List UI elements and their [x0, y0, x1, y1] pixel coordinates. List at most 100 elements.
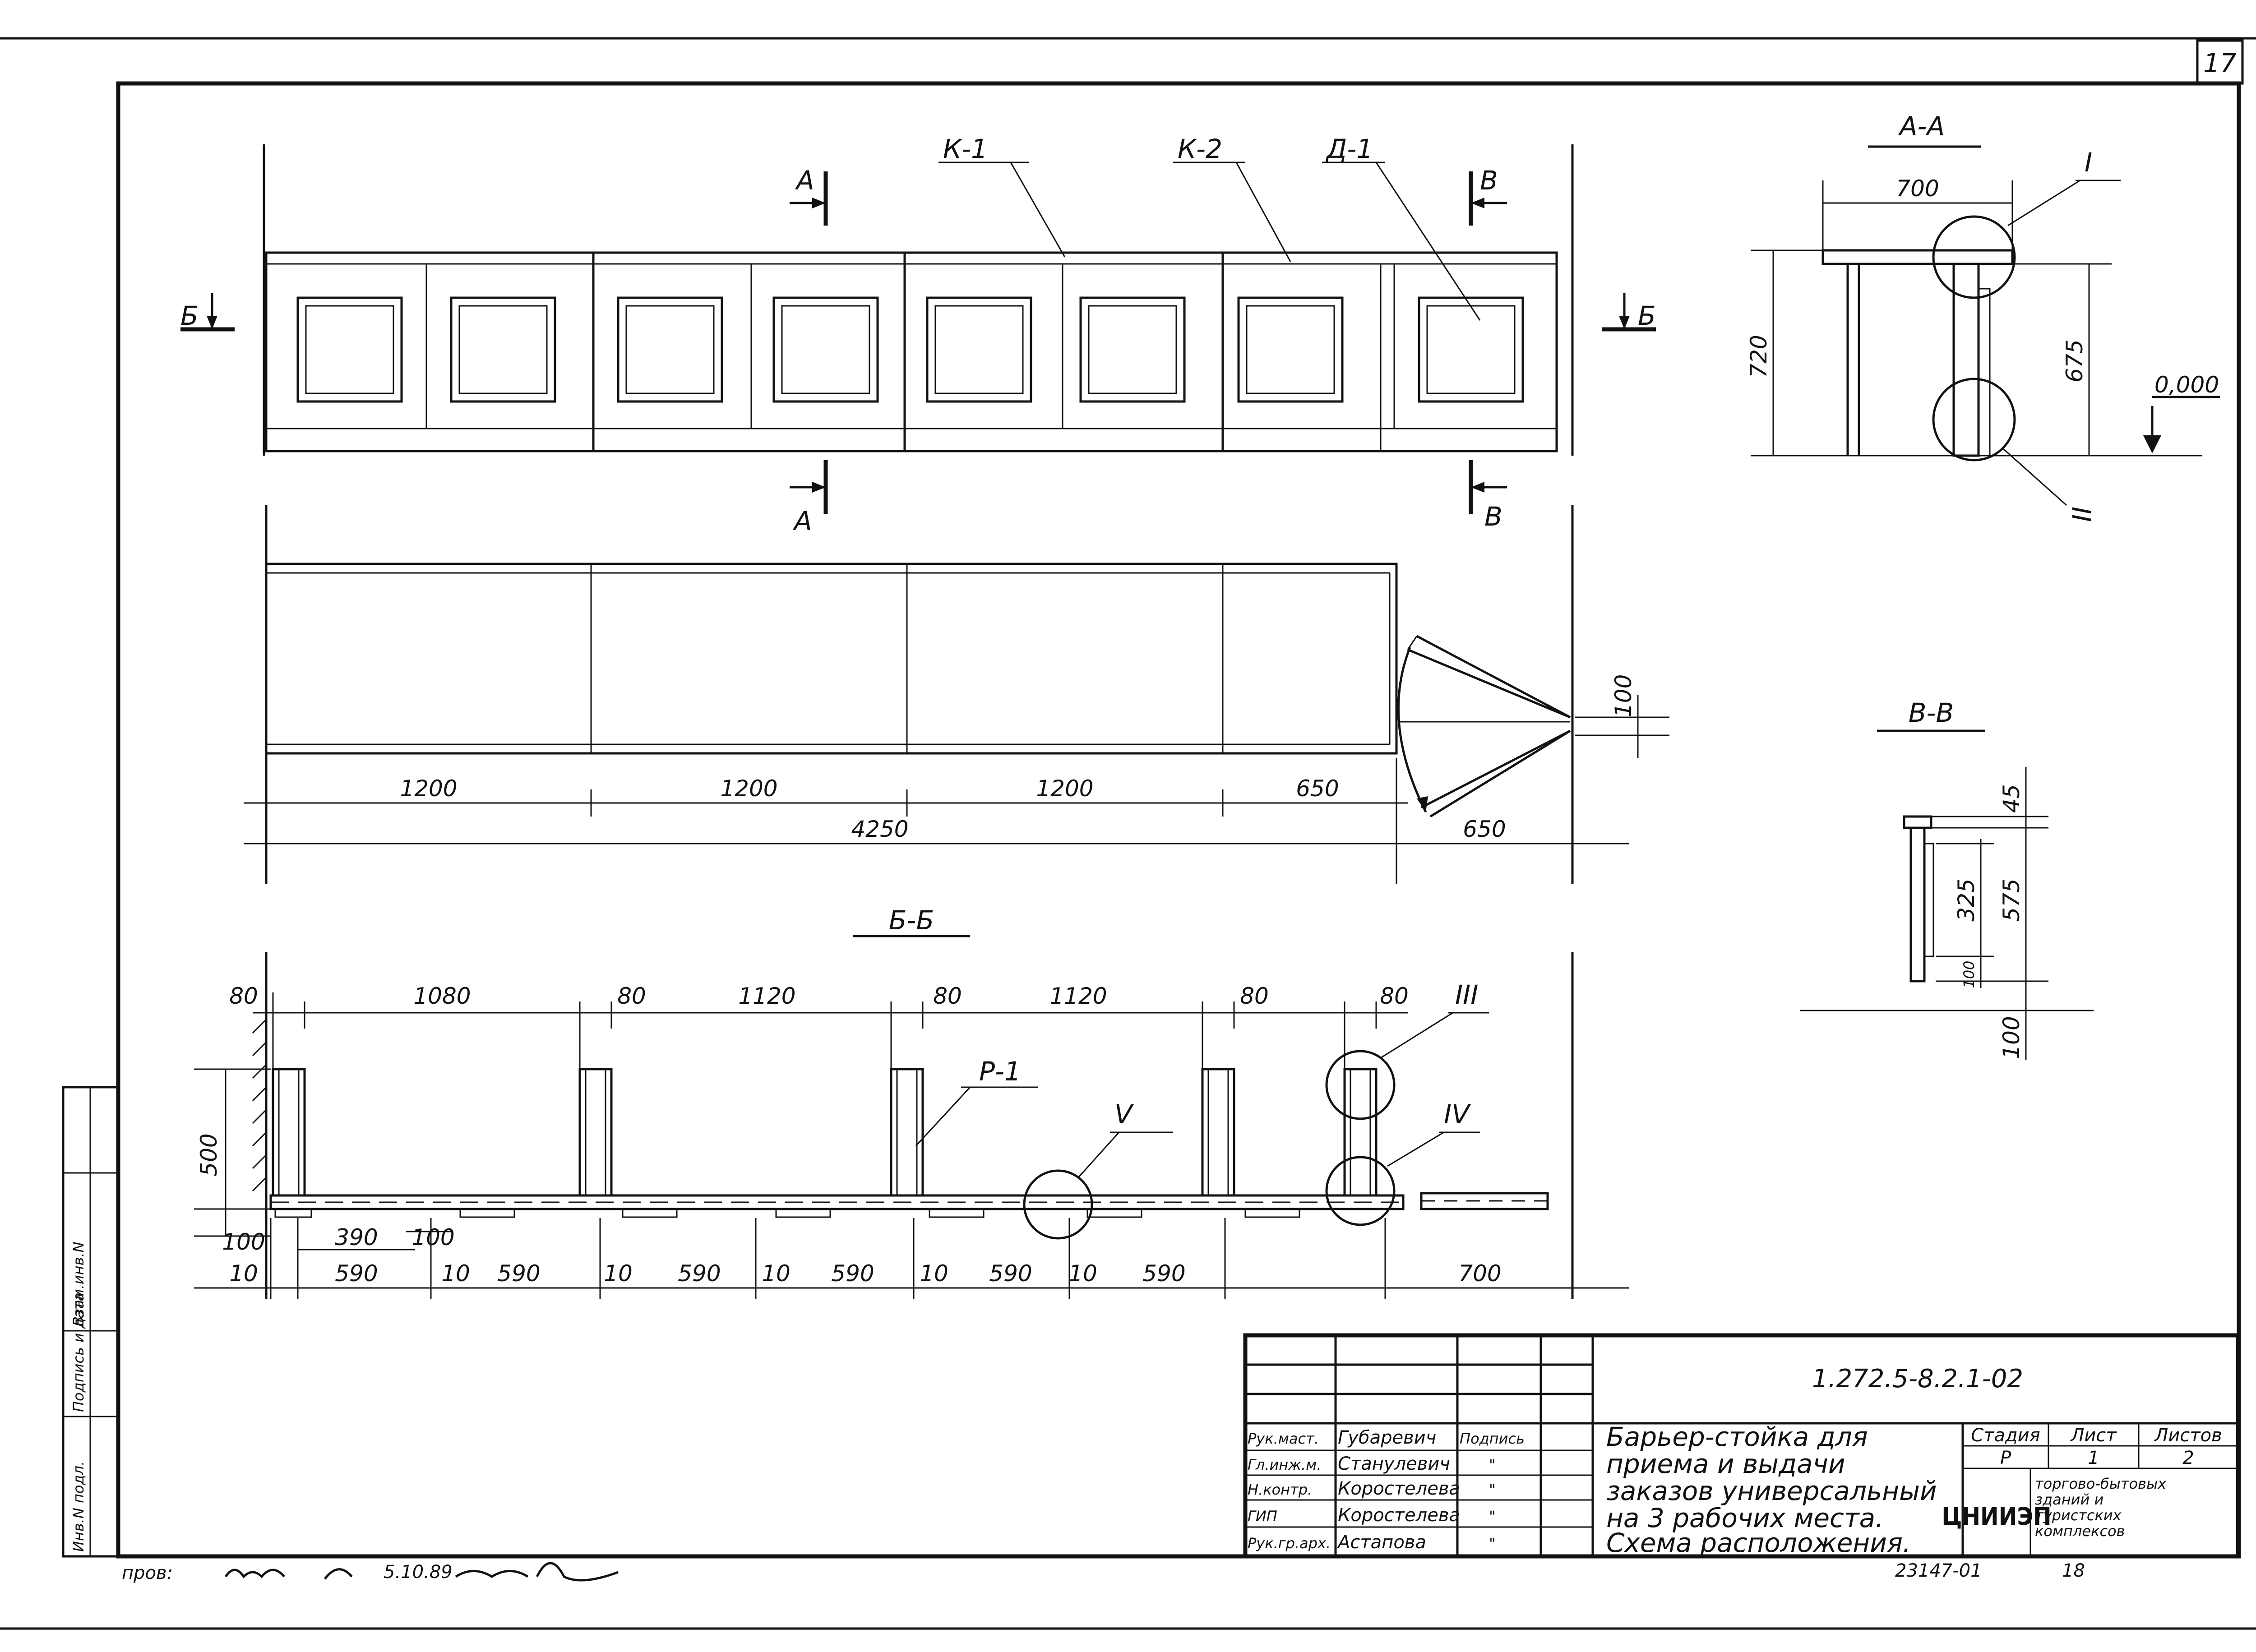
- stage-header: Стадия: [1971, 1425, 2040, 1446]
- bb-top-5: 80: [933, 983, 962, 1009]
- plan-dim-4: 650: [1296, 775, 1339, 802]
- reviewer-signature: [224, 1568, 353, 1580]
- staff-role-4: ГИП: [1248, 1508, 1277, 1525]
- bb-small-1: 390: [335, 1224, 378, 1251]
- cut-a-bottom: А: [792, 506, 812, 536]
- stage-value: Р: [2000, 1448, 2011, 1468]
- bb-bot-9: 10: [920, 1260, 948, 1287]
- staff-sign-5: ": [1489, 1535, 1496, 1552]
- org-name-2: зданий и: [2035, 1491, 2103, 1508]
- staff-sign-3: ": [1489, 1481, 1496, 1498]
- label-k2: К-2: [1178, 134, 1222, 164]
- bottom-sheet: 18: [2062, 1560, 2085, 1581]
- stamp-sign-date: Подпись и дата: [70, 1292, 87, 1412]
- vv-dim-1: 45: [1998, 784, 2025, 813]
- vv-dim-2: 325: [1953, 878, 1979, 921]
- door-swing: [1397, 635, 1571, 818]
- aa-height: 720: [1746, 335, 1772, 378]
- bb-bot-4: 590: [497, 1260, 540, 1287]
- section-vv: В-В 45 325 575 100 100: [1800, 697, 2094, 1060]
- page-number: 17: [2203, 48, 2237, 78]
- sheet-header: Лист: [2070, 1425, 2117, 1446]
- title-line-2: приема и выдачи: [1606, 1449, 1845, 1479]
- bb-bot-2: 590: [335, 1260, 378, 1287]
- label-k1: К-1: [943, 134, 988, 164]
- sheets-value: 2: [2182, 1448, 2194, 1468]
- bb-top-3: 80: [617, 983, 646, 1009]
- staff-name-3: Коростелева: [1338, 1478, 1460, 1499]
- title-line-1: Барьер-стойка для: [1606, 1421, 1868, 1452]
- bb-bot-13: 700: [1458, 1260, 1501, 1287]
- bb-small-2: 100: [411, 1224, 454, 1251]
- org-name-4: комплексов: [2035, 1523, 2125, 1540]
- plan-view: 100 1200 1200 1200 650 4250 650: [244, 505, 1669, 884]
- plan-dim-1: 1200: [400, 775, 457, 802]
- bb-bot-11: 10: [1068, 1260, 1097, 1287]
- plan-door-width: 100: [1610, 674, 1637, 717]
- reviewer-note: пров:: [122, 1563, 173, 1583]
- bottom-notes: пров: 5.10.89 23147-01 18: [122, 1560, 2085, 1583]
- staff-role-5: Рук.гр.арх.: [1248, 1535, 1331, 1552]
- cut-b-right: Б: [1638, 300, 1656, 331]
- title-block: 1.272.5-8.2.1-02 Барьер-стойка для прием…: [1243, 1333, 2240, 1559]
- node-iv: IV: [1444, 1099, 1471, 1130]
- bb-bot-3: 10: [441, 1260, 470, 1287]
- cut-v-bottom: В: [1484, 501, 1502, 532]
- section-bb: Б-Б: [194, 905, 1629, 1299]
- reviewer-signature-2: [455, 1562, 619, 1582]
- staff-name-1: Губаревич: [1338, 1427, 1436, 1448]
- bb-left-3: 10: [229, 1260, 258, 1287]
- staff-name-2: Станулевич: [1338, 1454, 1450, 1474]
- bb-bot-6: 590: [678, 1260, 721, 1287]
- doc-code: 1.272.5-8.2.1-02: [1812, 1364, 2023, 1394]
- org-name-1: торгово-бытовых: [2035, 1475, 2167, 1492]
- bb-top-1: 80: [229, 983, 258, 1009]
- staff-role-3: Н.контр.: [1248, 1481, 1312, 1498]
- shelf-parts: [274, 1208, 1300, 1218]
- title-line-3: заказов универсальный: [1606, 1476, 1937, 1506]
- staff-table: Рук.маст. Губаревич Подпись Гл.инж.м. Ст…: [1248, 1427, 1525, 1553]
- aa-height2: 675: [2062, 339, 2088, 382]
- sheet-value: 1: [2088, 1448, 2099, 1468]
- reviewer-date: 5.10.89: [384, 1562, 453, 1583]
- plan-total: 4250: [851, 816, 908, 842]
- bb-bot-1: 10: [229, 1260, 258, 1287]
- cut-v-top: В: [1480, 165, 1498, 196]
- bb-left-2: 100: [222, 1229, 265, 1255]
- bb-top-7: 80: [1240, 983, 1269, 1009]
- elevation-panels: [296, 296, 1524, 403]
- bottom-code: 23147-01: [1895, 1560, 1982, 1581]
- bb-top-8: 80: [1380, 983, 1409, 1009]
- front-elevation: К-1 К-2 Д-1 А А В В Б Б: [180, 134, 1656, 536]
- top-ticks: [272, 992, 1377, 1069]
- posts: [272, 1068, 1378, 1197]
- bb-bot-10: 590: [989, 1260, 1032, 1287]
- panel-dividers: [425, 253, 1395, 451]
- staff-sign-1: Подпись: [1460, 1430, 1525, 1447]
- vv-dim-5: 100: [1998, 1016, 2025, 1059]
- title-line-5: Схема расположения.: [1606, 1527, 1911, 1558]
- aa-width: 700: [1896, 175, 1939, 202]
- org-logo: ЦНИИЭП: [1942, 1502, 2051, 1531]
- section-vv-title: В-В: [1909, 697, 1954, 728]
- bb-left-1: 500: [196, 1133, 222, 1176]
- staff-name-5: Астапова: [1336, 1532, 1426, 1553]
- bb-bot-5: 10: [604, 1260, 633, 1287]
- bb-bot-12: 590: [1142, 1260, 1185, 1287]
- bb-top-2: 1080: [413, 983, 471, 1009]
- node-iii: III: [1455, 979, 1478, 1010]
- title-line-4: на 3 рабочих места.: [1606, 1503, 1884, 1533]
- sheet-frame: 17: [0, 37, 2256, 1630]
- aa-node-ii: II: [2067, 507, 2098, 522]
- staff-role-1: Рук.маст.: [1248, 1430, 1319, 1447]
- vv-dim-4: 100: [1960, 960, 1978, 988]
- staff-name-4: Коростелева: [1338, 1505, 1460, 1526]
- label-p1: Р-1: [979, 1056, 1021, 1087]
- bb-bot-7: 10: [762, 1260, 791, 1287]
- staff-sign-2: ": [1489, 1456, 1496, 1473]
- staff-sign-4: ": [1489, 1508, 1496, 1525]
- bb-top-4: 1120: [738, 983, 795, 1009]
- aa-level: 0,000: [2154, 372, 2219, 398]
- section-aa: А-А 700 720 675 0,000 I II: [1746, 111, 2220, 522]
